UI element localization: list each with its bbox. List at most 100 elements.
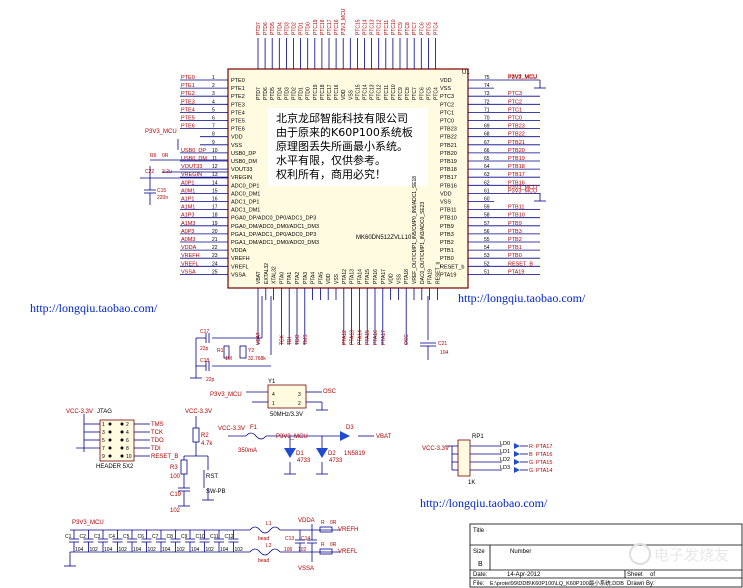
- pin-number: 58: [484, 213, 490, 219]
- url-link[interactable]: http://longqiu.taobao.com/: [420, 496, 548, 510]
- jtag-type: HEADER 5X2: [96, 464, 134, 470]
- pin-number: 69: [484, 124, 490, 130]
- pin-number: 68: [484, 132, 490, 138]
- cap-val: 104: [104, 547, 113, 553]
- rp1-ref: RP1: [472, 434, 484, 440]
- net-label: PTD0: [306, 22, 312, 35]
- pin-number: 55: [484, 237, 490, 243]
- jtag-pin-number: 1: [102, 422, 105, 428]
- pin-name: PTA3: [303, 272, 309, 284]
- net-label: PTB20: [508, 148, 525, 154]
- tb-number-label: Number: [510, 549, 531, 555]
- jtag-pin-dot: [120, 422, 124, 426]
- c18-ref: C18: [200, 358, 209, 364]
- pin-name: USB0_DP: [231, 151, 256, 157]
- pin-name: EXTAL32: [264, 263, 270, 284]
- pin-name: USB0_DM: [231, 159, 257, 165]
- net-label: TCK: [279, 334, 285, 345]
- watermark: 电子发烧友: [629, 543, 729, 565]
- cap-ref: C1: [65, 534, 72, 540]
- net-label: A1M1: [181, 205, 195, 211]
- pin-name: VREF_OUT/CMP1_IN5/CMP0_IN5/ADC1_SE18: [412, 176, 418, 284]
- analog-filter: [64, 524, 340, 567]
- jtag-pin-dot: [120, 438, 124, 442]
- url-link[interactable]: http://longqiu.taobao.com/: [458, 291, 586, 305]
- pin-name: PTE5: [231, 119, 245, 125]
- pin-name: XTAL32: [272, 266, 278, 284]
- osc-val: 50MHz/3.3V: [270, 412, 303, 418]
- pin-name: PTB23: [440, 127, 457, 133]
- tb-size: B: [478, 561, 483, 568]
- r3-ref: R3: [170, 465, 178, 471]
- pin-number: 8: [212, 132, 215, 138]
- pin-number: 9: [212, 140, 215, 146]
- pin-number: 11: [212, 156, 217, 162]
- net-label: PTD1: [299, 22, 305, 35]
- net-label: PTB18: [508, 164, 525, 170]
- pin-name: PTD7: [256, 87, 262, 100]
- pin-number: 52: [484, 261, 490, 267]
- net-label: P3V3_MCU: [341, 8, 347, 35]
- pin-name: PTE6: [231, 127, 245, 133]
- pin-number: 18: [212, 213, 218, 219]
- vbat-net: VBAT: [376, 434, 392, 440]
- net-label: PTC10: [391, 19, 397, 35]
- net-label: PTC12: [377, 19, 383, 35]
- y2-ref: Y2: [248, 348, 254, 354]
- net-label: PTC15: [355, 19, 361, 35]
- note-line: 由于原来的K60P100系统板: [276, 125, 413, 139]
- net-label: PTD4: [277, 22, 283, 35]
- usb-c15: C15: [157, 188, 166, 194]
- pin-name: PTE3: [231, 102, 245, 108]
- jtag-signal: TDO: [151, 438, 164, 444]
- pin-number: 72: [484, 99, 490, 105]
- pin-name: PTC4: [434, 87, 440, 100]
- net-label: PTA19: [508, 269, 524, 275]
- pin-name: DAC0_OUT/CMP1_IN3/ADC0_SE23: [420, 202, 426, 284]
- jtag-pin-dot: [108, 430, 112, 434]
- pin-name: VDD: [389, 273, 395, 284]
- net-label: PTE3: [181, 99, 195, 105]
- watermark-logo-icon: [629, 543, 651, 565]
- net-label: PTC6: [419, 22, 425, 35]
- pin-number: 25: [212, 269, 218, 275]
- pin-number: 2: [212, 83, 215, 89]
- pin-number: 53: [484, 253, 490, 259]
- r3-val: 100: [170, 474, 181, 480]
- url-link[interactable]: http://longqiu.taobao.com/: [30, 301, 158, 315]
- pin-name: PTC3: [440, 94, 454, 100]
- pin-name: PTC6: [419, 87, 425, 100]
- pin-number: 51: [484, 269, 490, 275]
- pin-name: PTB0: [440, 256, 454, 262]
- net-label: P3V3_MCU: [508, 185, 537, 191]
- osc-wires: [246, 391, 328, 411]
- net-label: PTC1: [508, 107, 522, 113]
- d1-zener-icon: [284, 448, 296, 458]
- d1-val: 4733: [297, 458, 311, 464]
- pin-name: VDD: [440, 191, 452, 197]
- cap-val: 102: [177, 547, 186, 553]
- r1-val: 1M: [225, 356, 232, 362]
- cap-ref: C9: [181, 534, 188, 540]
- decap-net: P3V3_MCU: [72, 520, 104, 526]
- net-label: PTE0: [181, 75, 195, 81]
- led-net: PTA17: [536, 444, 552, 450]
- jtag-pin-number: 2: [126, 422, 129, 428]
- pin-number: 66: [484, 148, 490, 154]
- pin-name: PTC13: [370, 84, 376, 100]
- net-label: PTA17: [381, 330, 387, 345]
- jtag-pin-number: 3: [102, 430, 105, 436]
- power-out: P3V3_MCU: [276, 434, 308, 440]
- usb-c22-val: 2.2u: [162, 169, 172, 175]
- jtag-pin-dot: [120, 430, 124, 434]
- c14-ref: C14: [301, 536, 310, 542]
- pin-number: 6: [212, 116, 215, 122]
- cap-ref: C7: [152, 534, 159, 540]
- title-block: [469, 523, 743, 588]
- vssa-net: VSSA: [298, 566, 314, 572]
- d3-schottky-icon: [340, 431, 350, 441]
- led-color: G: [529, 468, 533, 474]
- net-label: PTC9: [398, 22, 404, 35]
- pin-number: 22: [212, 245, 218, 251]
- d3-val: 1N5819: [344, 451, 366, 457]
